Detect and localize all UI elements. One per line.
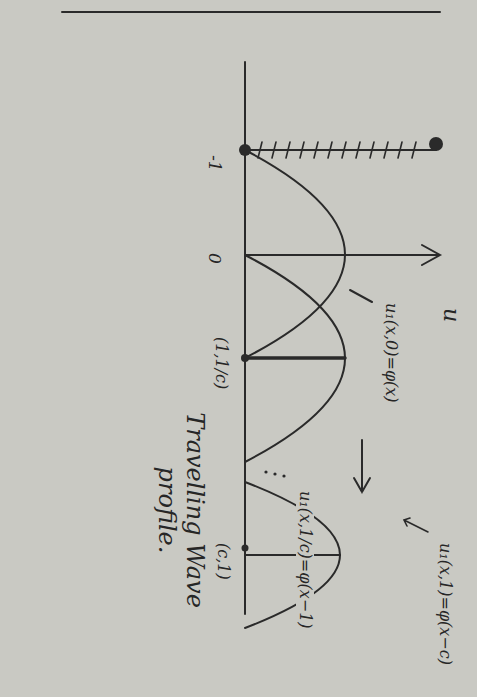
point-label: (1,1/c): [212, 334, 230, 392]
formula-label: u₁(x,1)=φ(x−c): [436, 540, 454, 668]
axis-dot: [239, 144, 251, 156]
axis-number: 0: [204, 250, 224, 267]
scribble-blob: [429, 137, 443, 151]
ellipsis-dot: [264, 470, 267, 473]
peak-line: [245, 356, 345, 360]
wall-hatching: [258, 142, 416, 158]
ellipsis-dot: [273, 472, 276, 475]
leader-line: [404, 518, 428, 532]
initial-profile: [245, 150, 345, 358]
peak-line: [245, 554, 340, 556]
point-label: (c,1): [214, 540, 232, 583]
shifted-profile: [245, 255, 345, 462]
axis-dot: [241, 354, 249, 362]
ellipsis-dot: [282, 474, 285, 477]
u-axis-arrow: [245, 245, 440, 265]
leader-line: [350, 290, 372, 302]
later-profile: [245, 482, 340, 628]
page-rule: [62, 11, 440, 13]
formula-label: u₁(x,0)=φ(x): [382, 300, 400, 406]
axis-dot: [242, 545, 249, 552]
travel-arrow: [354, 440, 370, 492]
caption: Travelling Wave profile.: [153, 392, 208, 628]
axis-number: -1: [204, 152, 224, 175]
formula-label: u₁(x,1/c)=φ(x−1): [296, 488, 314, 632]
axis-label: u: [439, 305, 464, 325]
